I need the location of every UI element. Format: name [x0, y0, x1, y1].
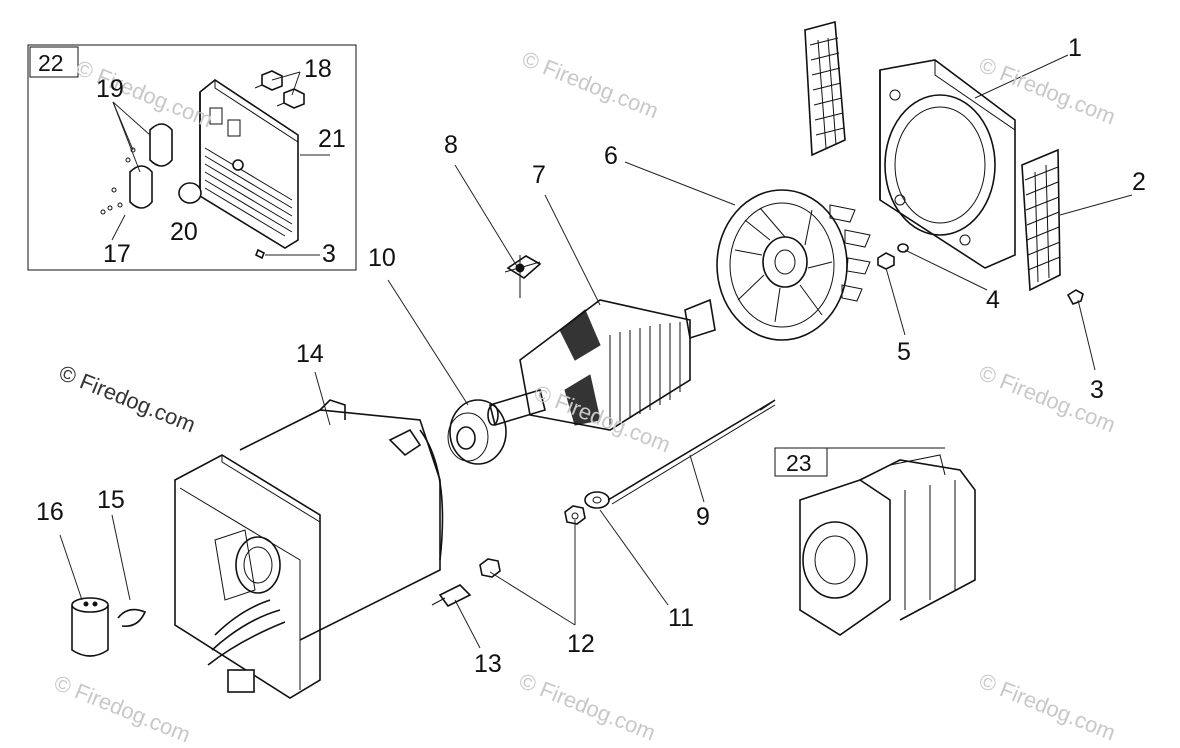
- box-label-22: 22: [38, 50, 64, 76]
- fan-housing-1: [879, 59, 1016, 269]
- fan-6: [716, 189, 871, 341]
- nut-12: [479, 505, 586, 578]
- box-label-23: 23: [786, 450, 812, 476]
- through-bolt-9: [607, 399, 776, 505]
- brush-holder-13: [431, 584, 472, 608]
- callout-17: 17: [103, 240, 131, 268]
- callout-10: 10: [368, 244, 396, 272]
- capacitor-clip-15: [117, 608, 147, 628]
- exploded-parts-diagram: © Firedog.com © Firedog.com © Firedog.co…: [27, 20, 1146, 747]
- callout-18: 18: [304, 55, 332, 83]
- callout-7: 7: [532, 161, 546, 189]
- callout-9: 9: [696, 503, 710, 531]
- control-panel-21: [199, 79, 299, 249]
- callout-19: 19: [96, 75, 124, 103]
- brush-part-8: [504, 255, 542, 298]
- bearing-10: [447, 399, 507, 465]
- generator-assembly-23: [774, 447, 976, 636]
- callout-3-inset: 3: [322, 240, 336, 268]
- callout-13: 13: [474, 650, 502, 678]
- callout-1: 1: [1068, 34, 1082, 62]
- callout-20: 20: [170, 218, 198, 246]
- callout-12: 12: [567, 630, 595, 658]
- side-plate-1: [804, 20, 846, 157]
- rotor-7: [487, 298, 716, 431]
- callout-4: 4: [986, 286, 1000, 314]
- screw-5: [877, 252, 895, 270]
- callout-11: 11: [668, 604, 694, 632]
- washer-11: [584, 491, 610, 509]
- callout-14: 14: [296, 340, 324, 368]
- switches-18: [254, 70, 305, 109]
- screw-3: [1066, 289, 1084, 305]
- callout-16: 16: [36, 498, 64, 526]
- outlets-19: [100, 123, 173, 215]
- side-plate-2: [1021, 148, 1061, 292]
- diagram-drawing: [27, 20, 1133, 699]
- callout-21: 21: [318, 125, 346, 153]
- capacitor-16: [71, 597, 109, 657]
- breaker-20: [178, 182, 202, 204]
- callout-6: 6: [604, 142, 618, 170]
- callout-15: 15: [97, 486, 125, 514]
- stator-housing-14: [174, 399, 444, 699]
- callout-3: 3: [1090, 376, 1104, 404]
- callout-2: 2: [1132, 168, 1146, 196]
- callout-8: 8: [444, 131, 458, 159]
- inset-box-22: [27, 44, 357, 271]
- washer-4: [897, 243, 909, 253]
- callout-5: 5: [897, 338, 911, 366]
